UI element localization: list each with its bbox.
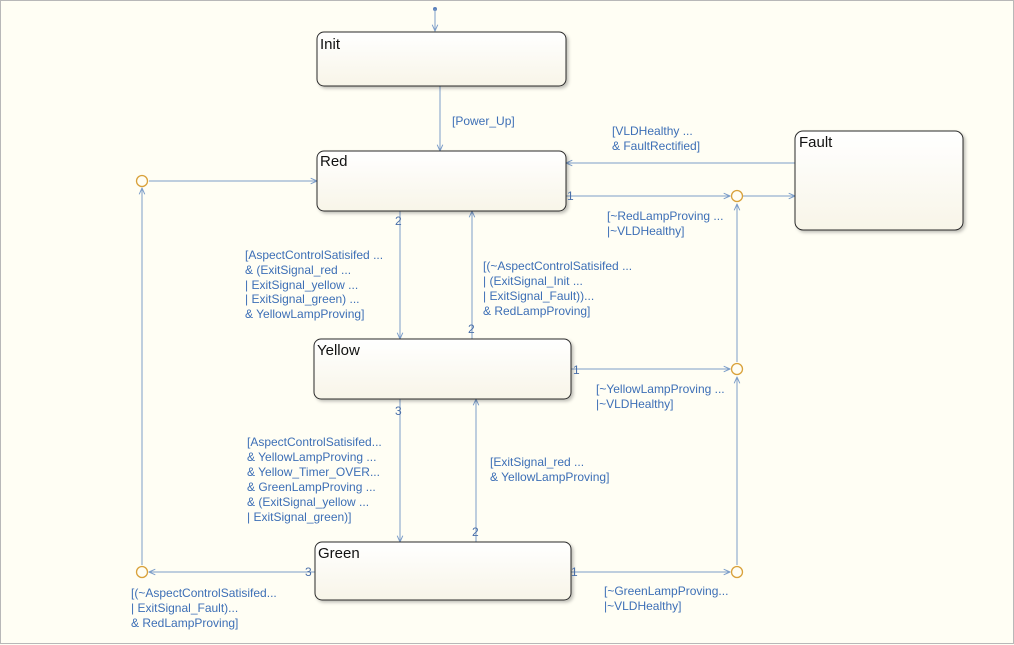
junction-right-yellow[interactable] (730, 362, 744, 376)
junction-right-red[interactable] (730, 189, 744, 203)
label-green-to-red: [(~AspectControlSatisifed... | ExitSigna… (131, 586, 280, 630)
priority-red-to-fault: 1 (567, 189, 574, 203)
priority-green-to-yellow: 2 (472, 525, 479, 539)
state-fault-title: Fault (799, 134, 833, 151)
label-red-to-yellow: [AspectControlSatisifed ... & (ExitSigna… (245, 248, 386, 321)
priority-green-to-red: 3 (305, 565, 312, 579)
label-yellow-to-green: [AspectControlSatisifed... & YellowLampP… (247, 435, 385, 524)
label-fault-to-red: [VLDHealthy ... & FaultRectified] (612, 124, 700, 153)
junction-left-top[interactable] (135, 174, 149, 188)
label-yellow-to-fault: [~YellowLampProving ... |~VLDHealthy] (596, 382, 728, 411)
state-init[interactable]: Init (316, 31, 567, 87)
label-yellow-to-red: [(~AspectControlSatisifed ... | (ExitSig… (483, 259, 635, 318)
label-power-up: [Power_Up] (452, 114, 515, 128)
state-green-title: Green (318, 545, 360, 562)
state-red-title: Red (320, 153, 348, 170)
label-green-to-yellow: [ExitSignal_red ... & YellowLampProving] (490, 455, 609, 484)
priority-yellow-to-green: 3 (395, 404, 402, 418)
priority-yellow-to-fault: 1 (573, 363, 580, 377)
state-green[interactable]: Green (314, 541, 572, 601)
state-yellow-title: Yellow (317, 342, 360, 359)
state-red[interactable]: Red (316, 150, 567, 212)
label-red-to-fault: [~RedLampProving ... |~VLDHealthy] (607, 209, 727, 238)
state-yellow[interactable]: Yellow (313, 338, 572, 400)
label-green-to-fault: [~GreenLampProving... |~VLDHealthy] (604, 584, 732, 613)
state-init-title: Init (320, 36, 341, 53)
priority-red-to-yellow: 2 (395, 214, 402, 228)
junction-right-green[interactable] (730, 565, 744, 579)
state-fault[interactable]: Fault (794, 130, 964, 231)
junction-left-bottom[interactable] (135, 565, 149, 579)
priority-green-to-fault: 1 (571, 565, 578, 579)
priority-yellow-to-red: 2 (468, 322, 475, 336)
